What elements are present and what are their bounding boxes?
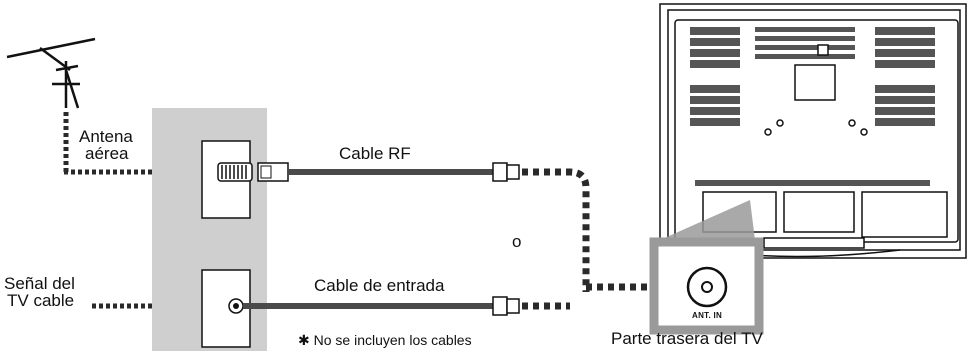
input-cable bbox=[243, 296, 520, 316]
callout-frame bbox=[649, 237, 764, 335]
dotted-path-to-tv bbox=[522, 168, 665, 310]
ant-in-jack bbox=[686, 266, 728, 308]
antenna-dotted-line bbox=[63, 112, 198, 175]
cable-rf-label: Cable RF bbox=[339, 144, 411, 163]
cable-tv-label-line2: TV cable bbox=[7, 291, 75, 310]
cable-wall-socket bbox=[201, 269, 251, 348]
antenna-label-line1: Antena bbox=[79, 127, 133, 146]
antenna-label-line2: aérea bbox=[85, 144, 129, 163]
cables-not-included-note: ✱ No se incluyen los cables bbox=[298, 332, 472, 348]
or-label: o bbox=[512, 232, 522, 251]
ant-in-label: ANT. IN bbox=[692, 311, 723, 320]
cable-tv-label-line1: Señal del bbox=[4, 274, 75, 293]
callout-pointer bbox=[660, 200, 755, 240]
tv-rear-icon bbox=[659, 3, 967, 259]
antenna-icon bbox=[6, 37, 96, 109]
antenna-wall-socket bbox=[201, 140, 253, 219]
vent-grilles bbox=[690, 27, 935, 227]
rf-cable bbox=[257, 162, 520, 182]
tv-rear-label: Parte trasera del TV bbox=[611, 329, 763, 348]
cable-input-label: Cable de entrada bbox=[314, 276, 445, 295]
